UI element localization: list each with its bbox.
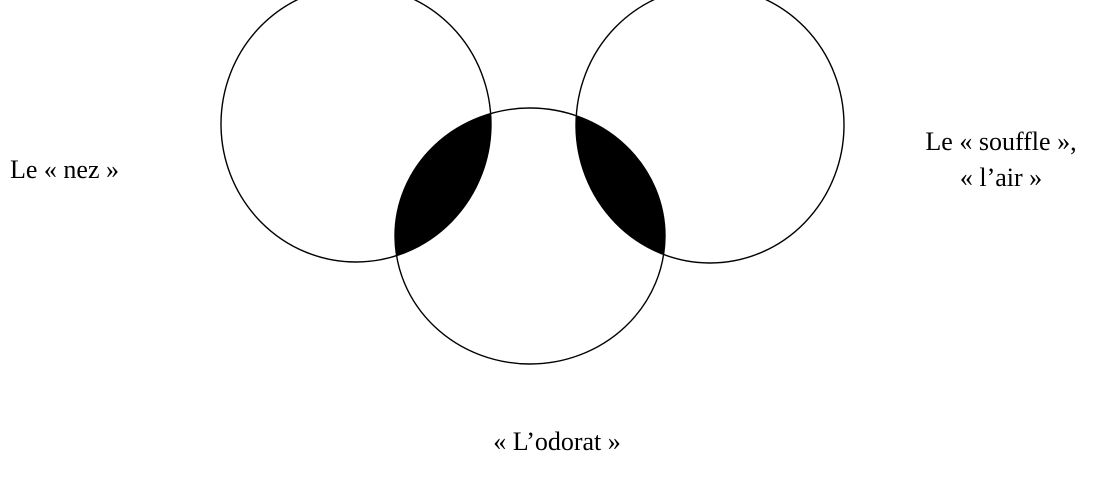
circle-nose [220, 0, 492, 263]
overlap-nose-smell [395, 108, 491, 262]
overlap-breath-smell [576, 108, 665, 263]
label-breath-line2: « l’air » [959, 163, 1043, 192]
label-breath: Le « souffle », « l’air » [905, 124, 1097, 196]
label-breath-line1: Le « souffle », [925, 127, 1077, 156]
circle-smell [394, 107, 666, 365]
label-smell: « L’odorat » [493, 427, 621, 456]
label-nose: Le « nez » [10, 155, 120, 184]
circle-breath [575, 0, 845, 264]
